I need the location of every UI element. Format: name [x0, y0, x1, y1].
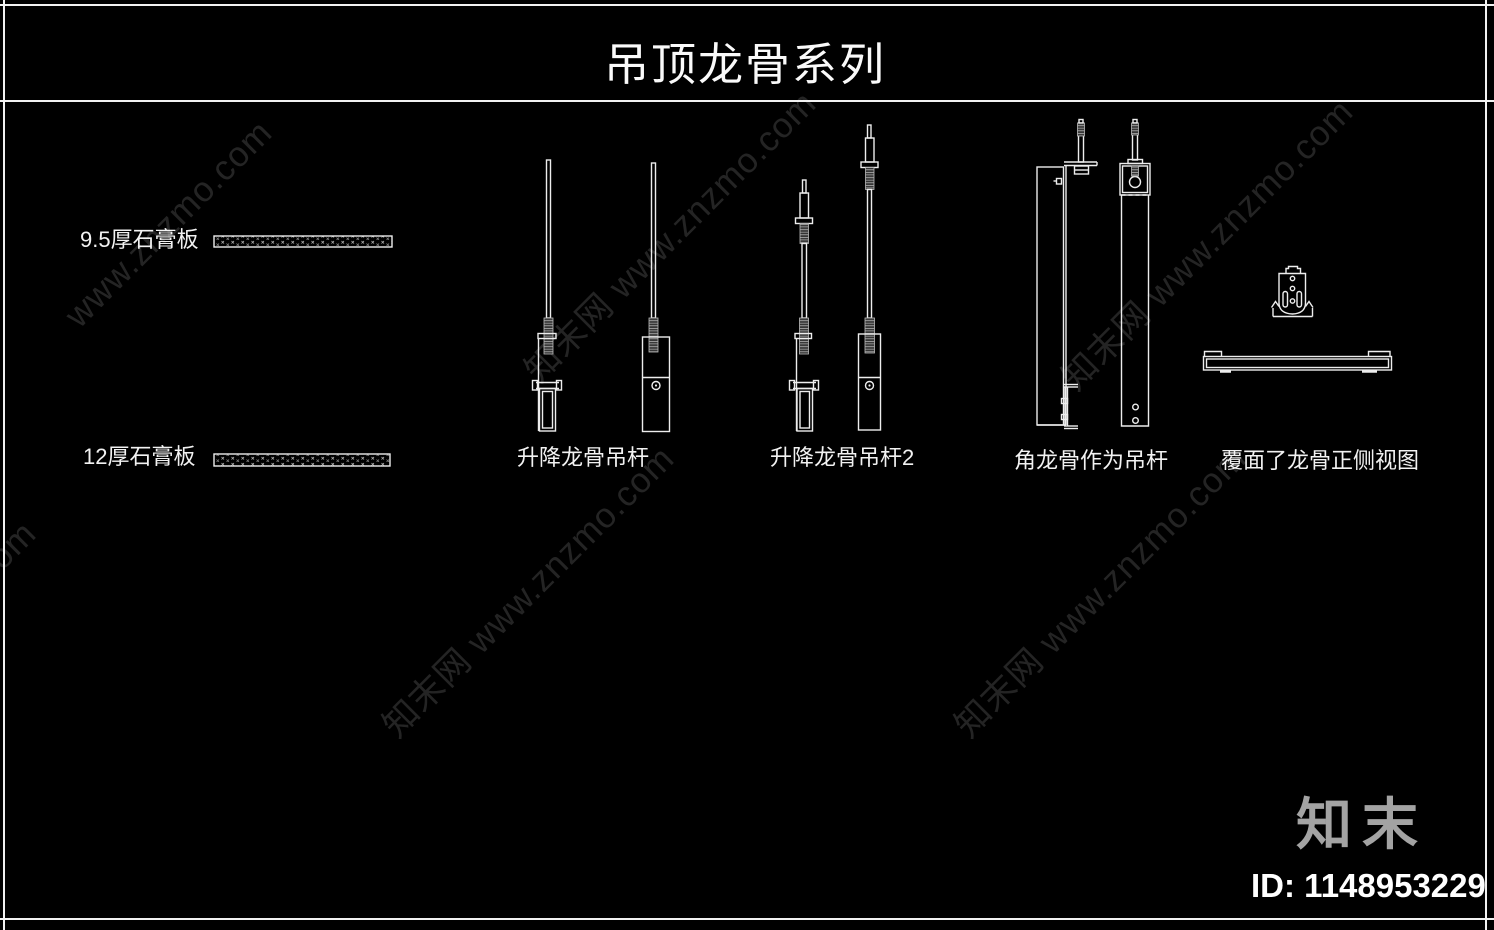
- label-gypsum-board-12: 12厚石膏板: [83, 444, 196, 469]
- znzmo-logo: 知末: [1296, 793, 1428, 856]
- label-lift-keel-rod: 升降龙骨吊杆: [517, 445, 650, 470]
- sheet-title: 吊顶龙骨系列: [603, 40, 886, 90]
- figure-lift-keel-rod: [531, 159, 671, 433]
- figure-covered-keel-view: [1202, 265, 1393, 373]
- drawing-id: ID: 1148953229: [1251, 867, 1486, 904]
- label-gypsum-board-9-5: 9.5厚石膏板: [80, 227, 199, 252]
- label-angle-keel-rod: 角龙骨作为吊杆: [1014, 448, 1169, 473]
- label-lift-keel-rod-2: 升降龙骨吊杆2: [770, 445, 915, 470]
- figure-angle-keel-rod: [1036, 118, 1151, 430]
- frame-left-line: [3, 0, 5, 930]
- label-covered-keel-view: 覆面了龙骨正侧视图: [1221, 448, 1420, 473]
- gypsum-board-9-5-section: [213, 235, 393, 248]
- frame-top-line: [0, 4, 1494, 6]
- frame-titlebox-line: [0, 100, 1494, 102]
- gypsum-board-12-section: [213, 453, 391, 467]
- frame-right-line: [1485, 0, 1487, 930]
- frame-bottom-line: [0, 918, 1494, 920]
- figure-lift-keel-rod-2: [788, 124, 882, 432]
